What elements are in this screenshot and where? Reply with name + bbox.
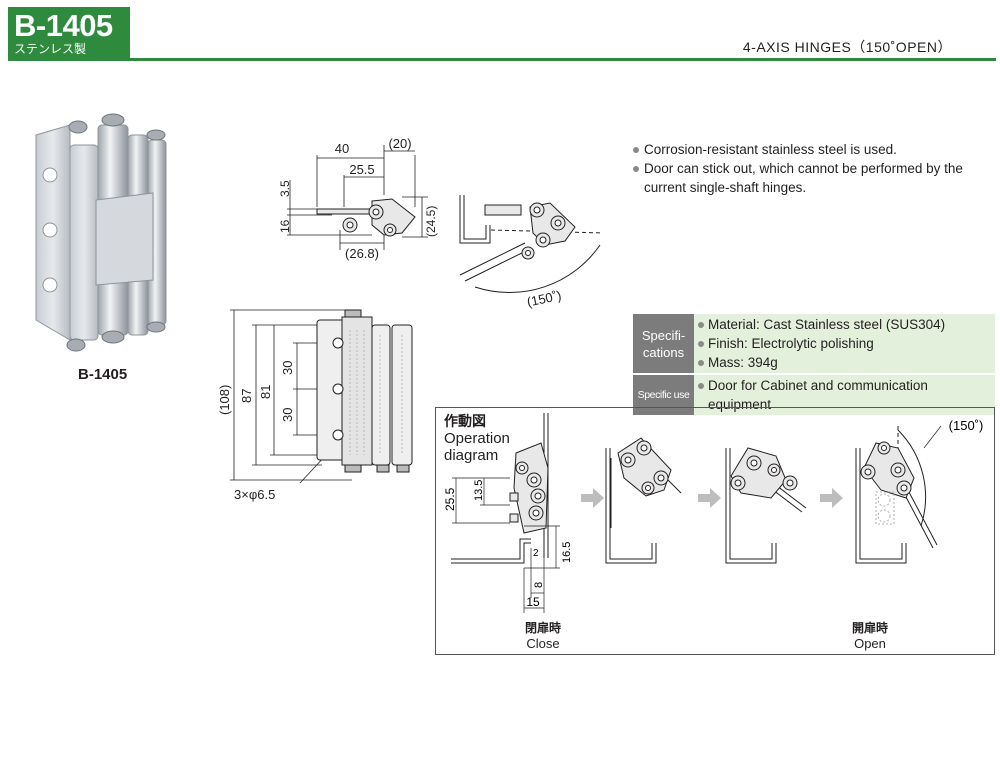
material-label-jp: ステンレス製 [14,42,87,56]
model-code: B-1405 [14,8,113,43]
spec-finish: Finish: Electrolytic polishing [697,334,992,353]
feature-list: Corrosion-resistant stainless steel is u… [632,140,982,197]
dim-25-5: 25.5 [349,162,374,177]
front-view-drawing: (108) 87 81 30 30 3×φ6.5 [217,309,413,502]
dim-30-lower: 30 [280,408,295,422]
op-dim-13-5: 13.5 [473,480,485,501]
header-rule [130,58,996,61]
op-dim-8: 8 [533,582,545,588]
close-label-en: Close [526,636,560,651]
holes-label: 3×φ6.5 [234,487,275,502]
dim-20: (20) [388,136,411,151]
open-label-en: Open [854,636,886,651]
open-label: 開扉時 Open [845,621,895,651]
op-dim-25-5: 25.5 [443,487,457,511]
op-dim-15: 15 [526,595,540,609]
model-badge: B-1405 ステンレス製 [8,7,130,60]
stage-arrow-icon [820,488,843,508]
spec-row-specifications: Specifi- cations Material: Cast Stainles… [633,314,995,373]
spec-table: Specifi- cations Material: Cast Stainles… [633,314,995,415]
spec-use-head: Specific use [633,375,694,415]
operation-title: 作動図 Operation diagram [444,413,510,464]
open-view-drawing: (150˚) [459,195,604,310]
op-dim-2: 2 [533,548,539,559]
dim-108: (108) [217,385,232,415]
dim-40: 40 [335,141,349,156]
operation-drawing: 25.5 13.5 16.5 2 8 15 [443,413,984,613]
dim-24-5: (24.5) [424,206,438,237]
spec-material: Material: Cast Stainless steel (SUS304) [697,315,992,334]
photo-caption: B-1405 [78,366,128,383]
hinge-photo [35,113,167,352]
operation-title-jp: 作動図 [444,413,486,429]
close-label: 閉扉時 Close [518,621,568,651]
dim-26-8: (26.8) [345,246,379,261]
stage-arrow-icon [698,488,721,508]
dim-87: 87 [239,389,254,403]
spec-mass: Mass: 394g [697,353,992,372]
dim-16: 16 [278,219,292,233]
feature-item: Corrosion-resistant stainless steel is u… [632,140,982,159]
top-view-drawing: 40 (20) 25.5 3.5 16 (24.5) (26.8) [278,136,438,261]
dim-30-upper: 30 [280,361,295,375]
header-rule-left [8,58,130,61]
operation-title-en-2: diagram [444,447,499,464]
spec-row-use: Specific use Door for Cabinet and commun… [633,373,995,415]
spec-head: Specifi- cations [633,314,694,373]
open-label-jp: 開扉時 [851,621,888,635]
feature-item: Door can stick out, which cannot be perf… [632,159,982,197]
op-open-angle: (150˚) [949,418,984,433]
operation-title-en-1: Operation [444,430,510,447]
spec-use: Door for Cabinet and communication equip… [697,376,992,414]
stage-arrow-icon [581,488,604,508]
dim-81: 81 [258,385,273,399]
open-angle-label: (150˚) [526,288,563,310]
spec-use-body: Door for Cabinet and communication equip… [694,375,995,415]
dim-3-5: 3.5 [278,180,292,197]
series-title: 4-AXIS HINGES（150˚OPEN） [742,39,952,55]
close-label-jp: 閉扉時 [524,621,561,635]
spec-body: Material: Cast Stainless steel (SUS304) … [694,314,995,373]
op-dim-16-5: 16.5 [561,542,573,563]
operation-diagram: 作動図 Operation diagram [435,407,995,655]
